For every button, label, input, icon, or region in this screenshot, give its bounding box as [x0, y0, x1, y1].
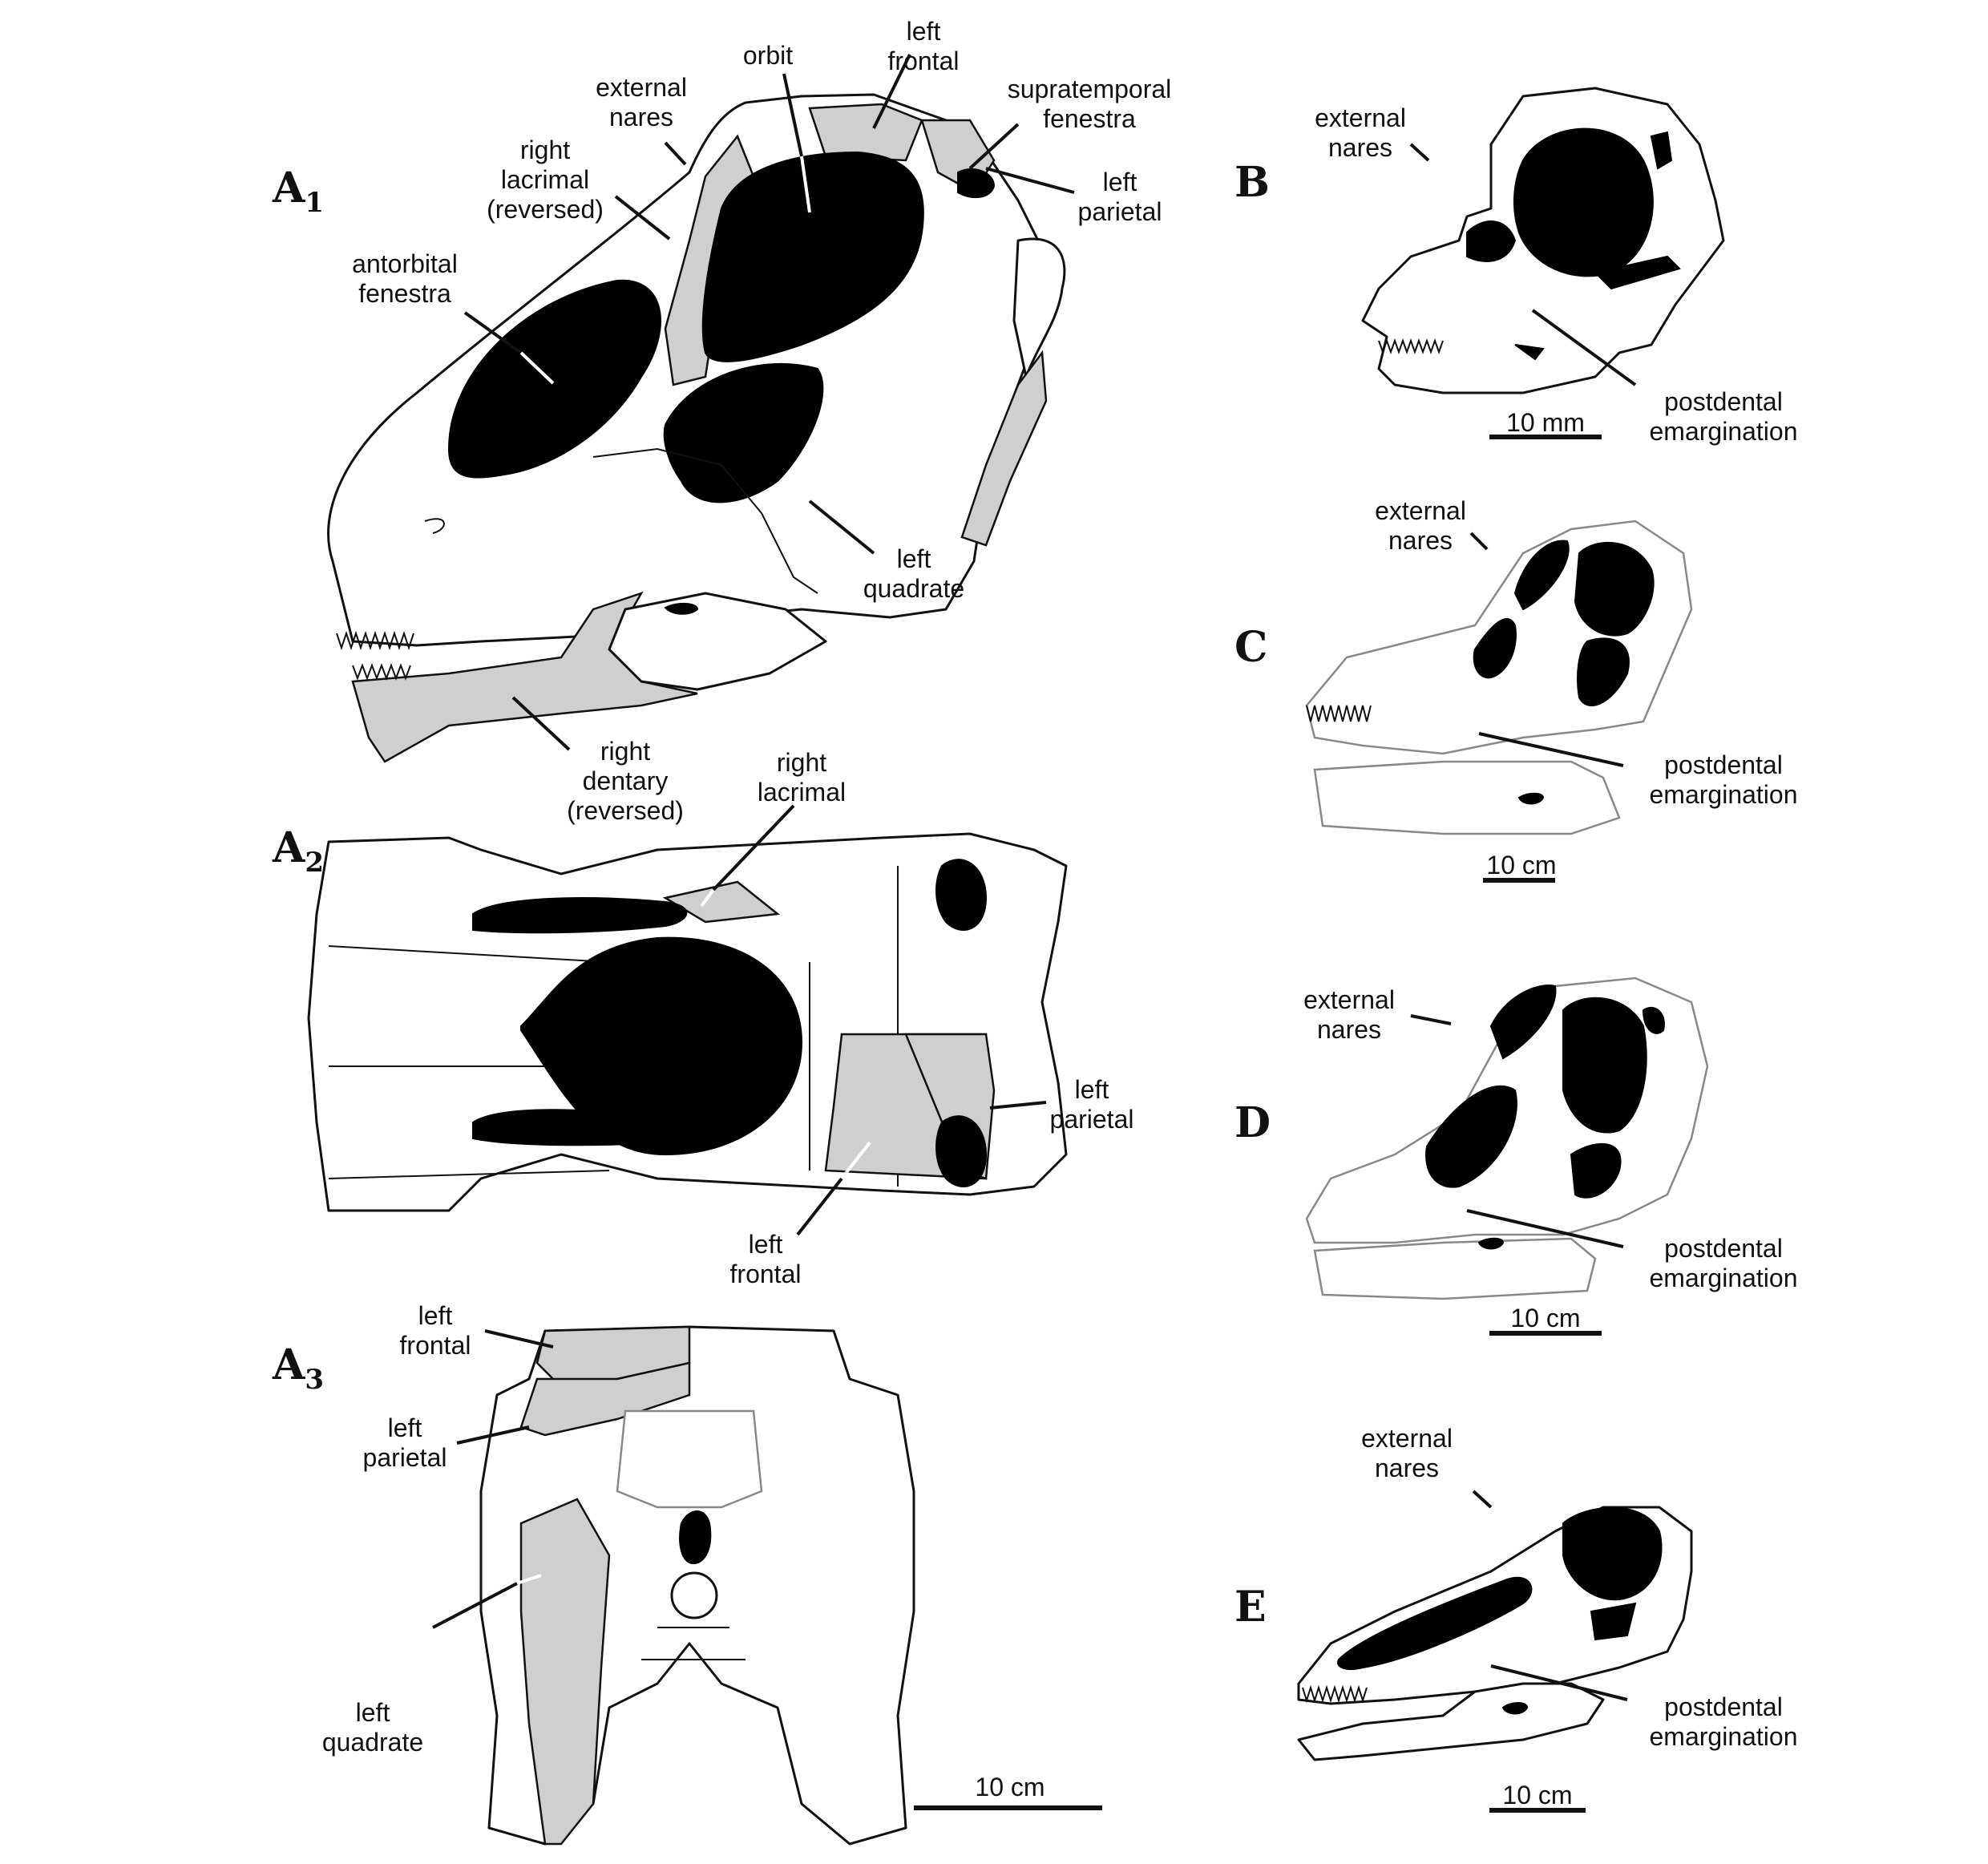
panel-label-e: E: [1234, 1583, 1267, 1632]
left-frontal-shape: [808, 103, 923, 162]
panel-label-a2: A2: [272, 823, 324, 879]
panel-c-skull: [1305, 520, 1693, 835]
right-dentary-shape: [351, 591, 698, 763]
panel-label-a1: A1: [272, 164, 324, 219]
external-nares-c: [1513, 540, 1570, 611]
nasal-opening-e: [1337, 1576, 1533, 1670]
panel-label-c: C: [1234, 623, 1267, 672]
label-scale-d: 10 cm: [1510, 1304, 1580, 1332]
label-a1-orbit: orbit: [743, 41, 793, 70]
panel-a2-skull-dorsal: [307, 832, 1068, 1212]
panel-label-b: B: [1234, 158, 1270, 207]
orbit-b: [1513, 127, 1654, 277]
orbit-dorsal: [520, 936, 803, 1156]
panel-a3-skull-posterior: [479, 1325, 915, 1846]
mandibular-foramen: [664, 603, 699, 615]
label-scale-a: 10 cm: [975, 1773, 1045, 1801]
panel-letters: A1 A2 A3 B C D E: [272, 158, 1271, 1632]
panel-a1-skull-lateral: [327, 93, 1066, 763]
external-nares-d: [1489, 985, 1557, 1060]
panel-label-a3: A3: [272, 1340, 324, 1396]
label-scale-e: 10 cm: [1502, 1781, 1572, 1809]
left-quadrate-shape: [960, 350, 1048, 547]
left-quadrate-posterior: [519, 1498, 611, 1846]
orbit: [701, 151, 924, 362]
panel-b-skull: [1361, 87, 1725, 394]
label-scale-b: 10 mm: [1506, 408, 1585, 437]
panel-e-skull: [1297, 1506, 1693, 1761]
supratemporal-fenestra: [957, 168, 996, 199]
label-scale-c: 10 cm: [1486, 851, 1556, 879]
panel-d-skull: [1305, 976, 1709, 1300]
infratemporal-fenestra: [663, 362, 824, 503]
antorbital-fenestra: [447, 279, 661, 479]
leader-lines: [432, 54, 1637, 1701]
panel-label-d: D: [1234, 1098, 1271, 1147]
foramen-magnum: [679, 1510, 712, 1565]
scale-bars: [914, 435, 1602, 1813]
right-lacrimal-dorsal: [662, 880, 781, 924]
